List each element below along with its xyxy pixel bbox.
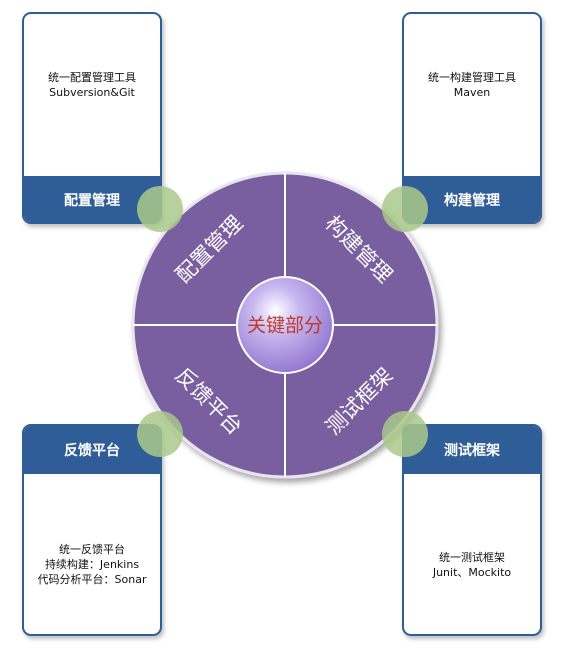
card-test-description: 统一测试框架 Junit、Mockito [404,550,540,580]
card-test-line: Junit、Mockito [432,566,512,579]
card-test: 测试框架 统一测试框架 Junit、Mockito [402,424,542,636]
card-build-description: 统一构建管理工具 Maven [404,70,540,100]
connector-feedback [137,411,183,457]
card-build-line: Maven [453,86,491,99]
center-circle [236,276,334,374]
connector-config [137,186,183,232]
card-build-header: 构建管理 [404,176,540,222]
card-build: 统一构建管理工具 Maven 构建管理 [402,12,542,224]
card-feedback-line: 统一反馈平台 [59,543,125,556]
card-config-line: 统一配置管理工具 [48,71,136,84]
card-config-header: 配置管理 [24,176,160,222]
card-feedback-line: 持续构建：Jenkins [44,558,140,571]
card-config-line: Subversion&Git [49,86,135,99]
card-config: 统一配置管理工具 Subversion&Git 配置管理 [22,12,162,224]
center-label: 关键部分 [247,315,323,337]
card-config-description: 统一配置管理工具 Subversion&Git [24,70,160,100]
connector-build [382,186,428,232]
connector-test [382,411,428,457]
card-feedback: 反馈平台 统一反馈平台 持续构建：Jenkins 代码分析平台：Sonar [22,424,162,636]
card-feedback-line: 代码分析平台：Sonar [37,573,147,586]
card-feedback-description: 统一反馈平台 持续构建：Jenkins 代码分析平台：Sonar [24,542,160,587]
card-build-line: 统一构建管理工具 [428,71,516,84]
card-test-line: 统一测试框架 [439,551,505,564]
